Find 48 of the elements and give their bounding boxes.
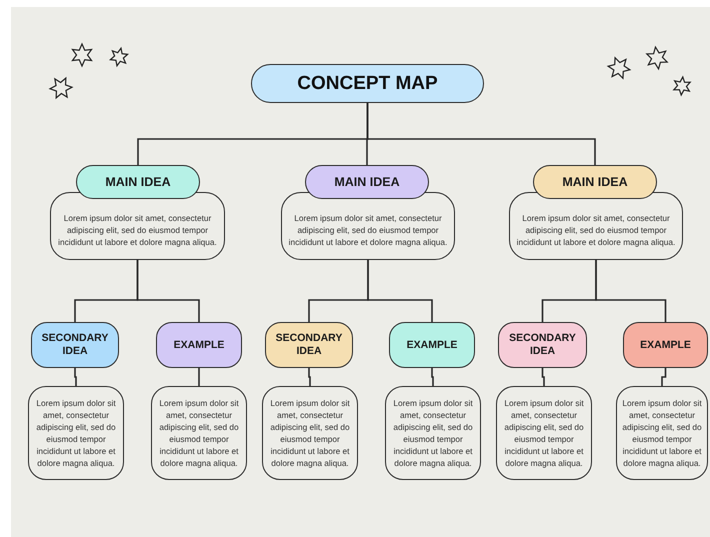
text-card <box>50 192 225 260</box>
label-box <box>31 322 119 368</box>
connector-line <box>366 103 596 165</box>
text-card <box>385 386 481 480</box>
connector-line <box>595 260 666 322</box>
heading-pill <box>76 165 200 199</box>
label-box <box>498 322 587 368</box>
connector-line <box>74 368 77 386</box>
text-card <box>262 386 358 480</box>
label-box <box>623 322 708 368</box>
description-text: Lorem ipsum dolor sit amet, consectetur adipiscing elit, sed do eiusmod tempor incididunt ut labore et dolore magna aliqua. <box>57 212 218 248</box>
label-text: SECONDARY IDEA <box>40 332 110 358</box>
text-card <box>616 386 708 480</box>
description-text: Lorem ipsum dolor sit amet, consectetur adipiscing elit, sed do eiusmod tempor incididunt ut labore et dolore magna aliqua. <box>392 396 474 470</box>
heading-text: MAIN IDEA <box>105 175 171 189</box>
connector-line <box>308 368 311 386</box>
text-card <box>28 386 124 480</box>
label-text: EXAMPLE <box>406 338 458 352</box>
description-text: Lorem ipsum dolor sit amet, consectetur adipiscing elit, sed do eiusmod tempor incididunt ut labore et dolore magna aliqua. <box>622 396 702 470</box>
label-text: EXAMPLE <box>174 338 224 352</box>
description-text: Lorem ipsum dolor sit amet, consectetur adipiscing elit, sed do eiusmod tempor incididunt ut labore et dolore magna aliqua. <box>503 396 585 470</box>
description-text: Lorem ipsum dolor sit amet, consectetur adipiscing elit, sed do eiusmod tempor incididunt ut labore et dolore magna aliqua. <box>158 396 240 470</box>
title-pill <box>251 64 484 103</box>
connector-line <box>431 368 434 386</box>
description-text: Lorem ipsum dolor sit amet, consectetur adipiscing elit, sed do eiusmod tempor incididunt ut labore et dolore magna aliqua. <box>288 212 448 248</box>
label-text: SECONDARY IDEA <box>508 332 577 358</box>
connector-line <box>661 368 666 386</box>
description-text: Lorem ipsum dolor sit amet, consectetur adipiscing elit, sed do eiusmod tempor incididunt ut labore et dolore magna aliqua. <box>269 396 351 470</box>
heading-text: MAIN IDEA <box>334 175 400 189</box>
text-card <box>151 386 247 480</box>
text-card <box>509 192 683 260</box>
description-text: Lorem ipsum dolor sit amet, consectetur adipiscing elit, sed do eiusmod tempor incididunt ut labore et dolore magna aliqua. <box>35 396 117 470</box>
label-box <box>265 322 353 368</box>
label-text: EXAMPLE <box>640 338 691 352</box>
heading-pill <box>305 165 429 199</box>
connector-line <box>367 260 433 322</box>
heading-text: MAIN IDEA <box>562 175 628 189</box>
heading-pill <box>533 165 657 199</box>
connector-line <box>136 260 200 322</box>
label-box <box>389 322 475 368</box>
label-text: SECONDARY IDEA <box>274 332 344 358</box>
description-text: Lorem ipsum dolor sit amet, consectetur adipiscing elit, sed do eiusmod tempor incididunt ut labore et dolore magna aliqua. <box>516 212 676 248</box>
title-text: CONCEPT MAP <box>297 72 438 94</box>
label-box <box>156 322 242 368</box>
connector-line <box>542 368 545 386</box>
text-card <box>496 386 592 480</box>
connector-line <box>198 368 200 386</box>
text-card <box>281 192 455 260</box>
